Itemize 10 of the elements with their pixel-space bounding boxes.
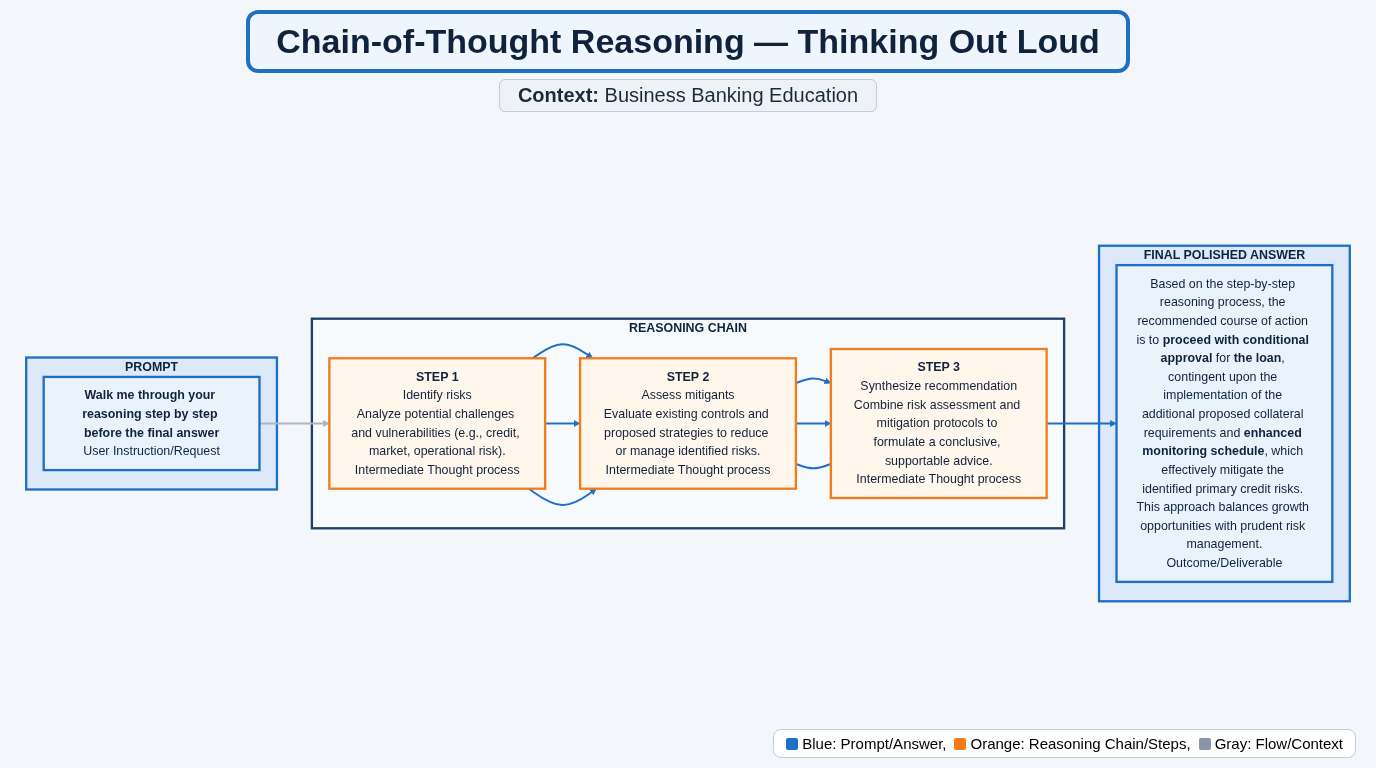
node-box: STEP 2 Assess mitigants Evaluate existing controls and proposed strategies to reduce or manage identified risks. Intermediate Thought process bbox=[578, 357, 798, 490]
context-label: Context: Business Banking Education bbox=[498, 79, 878, 112]
legend-text: Gray: Flow/Context bbox=[1214, 735, 1343, 752]
node-box: STEP 1 Identify risks Analyze potential challenges and vulnerabilities (e.g., credit, market, operational risk). Intermediate Thought process bbox=[328, 357, 547, 490]
title-banner: Chain-of-Thought Reasoning — Thinking Out Loud bbox=[246, 10, 1130, 73]
legend-text: Orange: Reasoning Chain/Steps, bbox=[970, 735, 1191, 752]
node-box: Walk me through your reasoning step by step before the final answer User Instruction/Request bbox=[42, 375, 261, 472]
legend-text: Blue: Prompt/Answer, bbox=[802, 735, 947, 752]
node-box: Based on the step-by-step reasoning process, the recommended course of action is to proceed with conditional approval for the loan, contingent upon the implementation of the additional proposed collateral requirements and enhanced monitoring schedule, which effectively mitigate the identified primary credit risks. This approach balances growth opportunities with prudent risk management. Outcome/Deliverable bbox=[1115, 263, 1334, 584]
node-box: STEP 3 Synthesize recommendation Combine risk assessment and mitigation protocols to formulate a conclusive, supportable advice. Intermediate Thought process bbox=[829, 347, 1048, 500]
